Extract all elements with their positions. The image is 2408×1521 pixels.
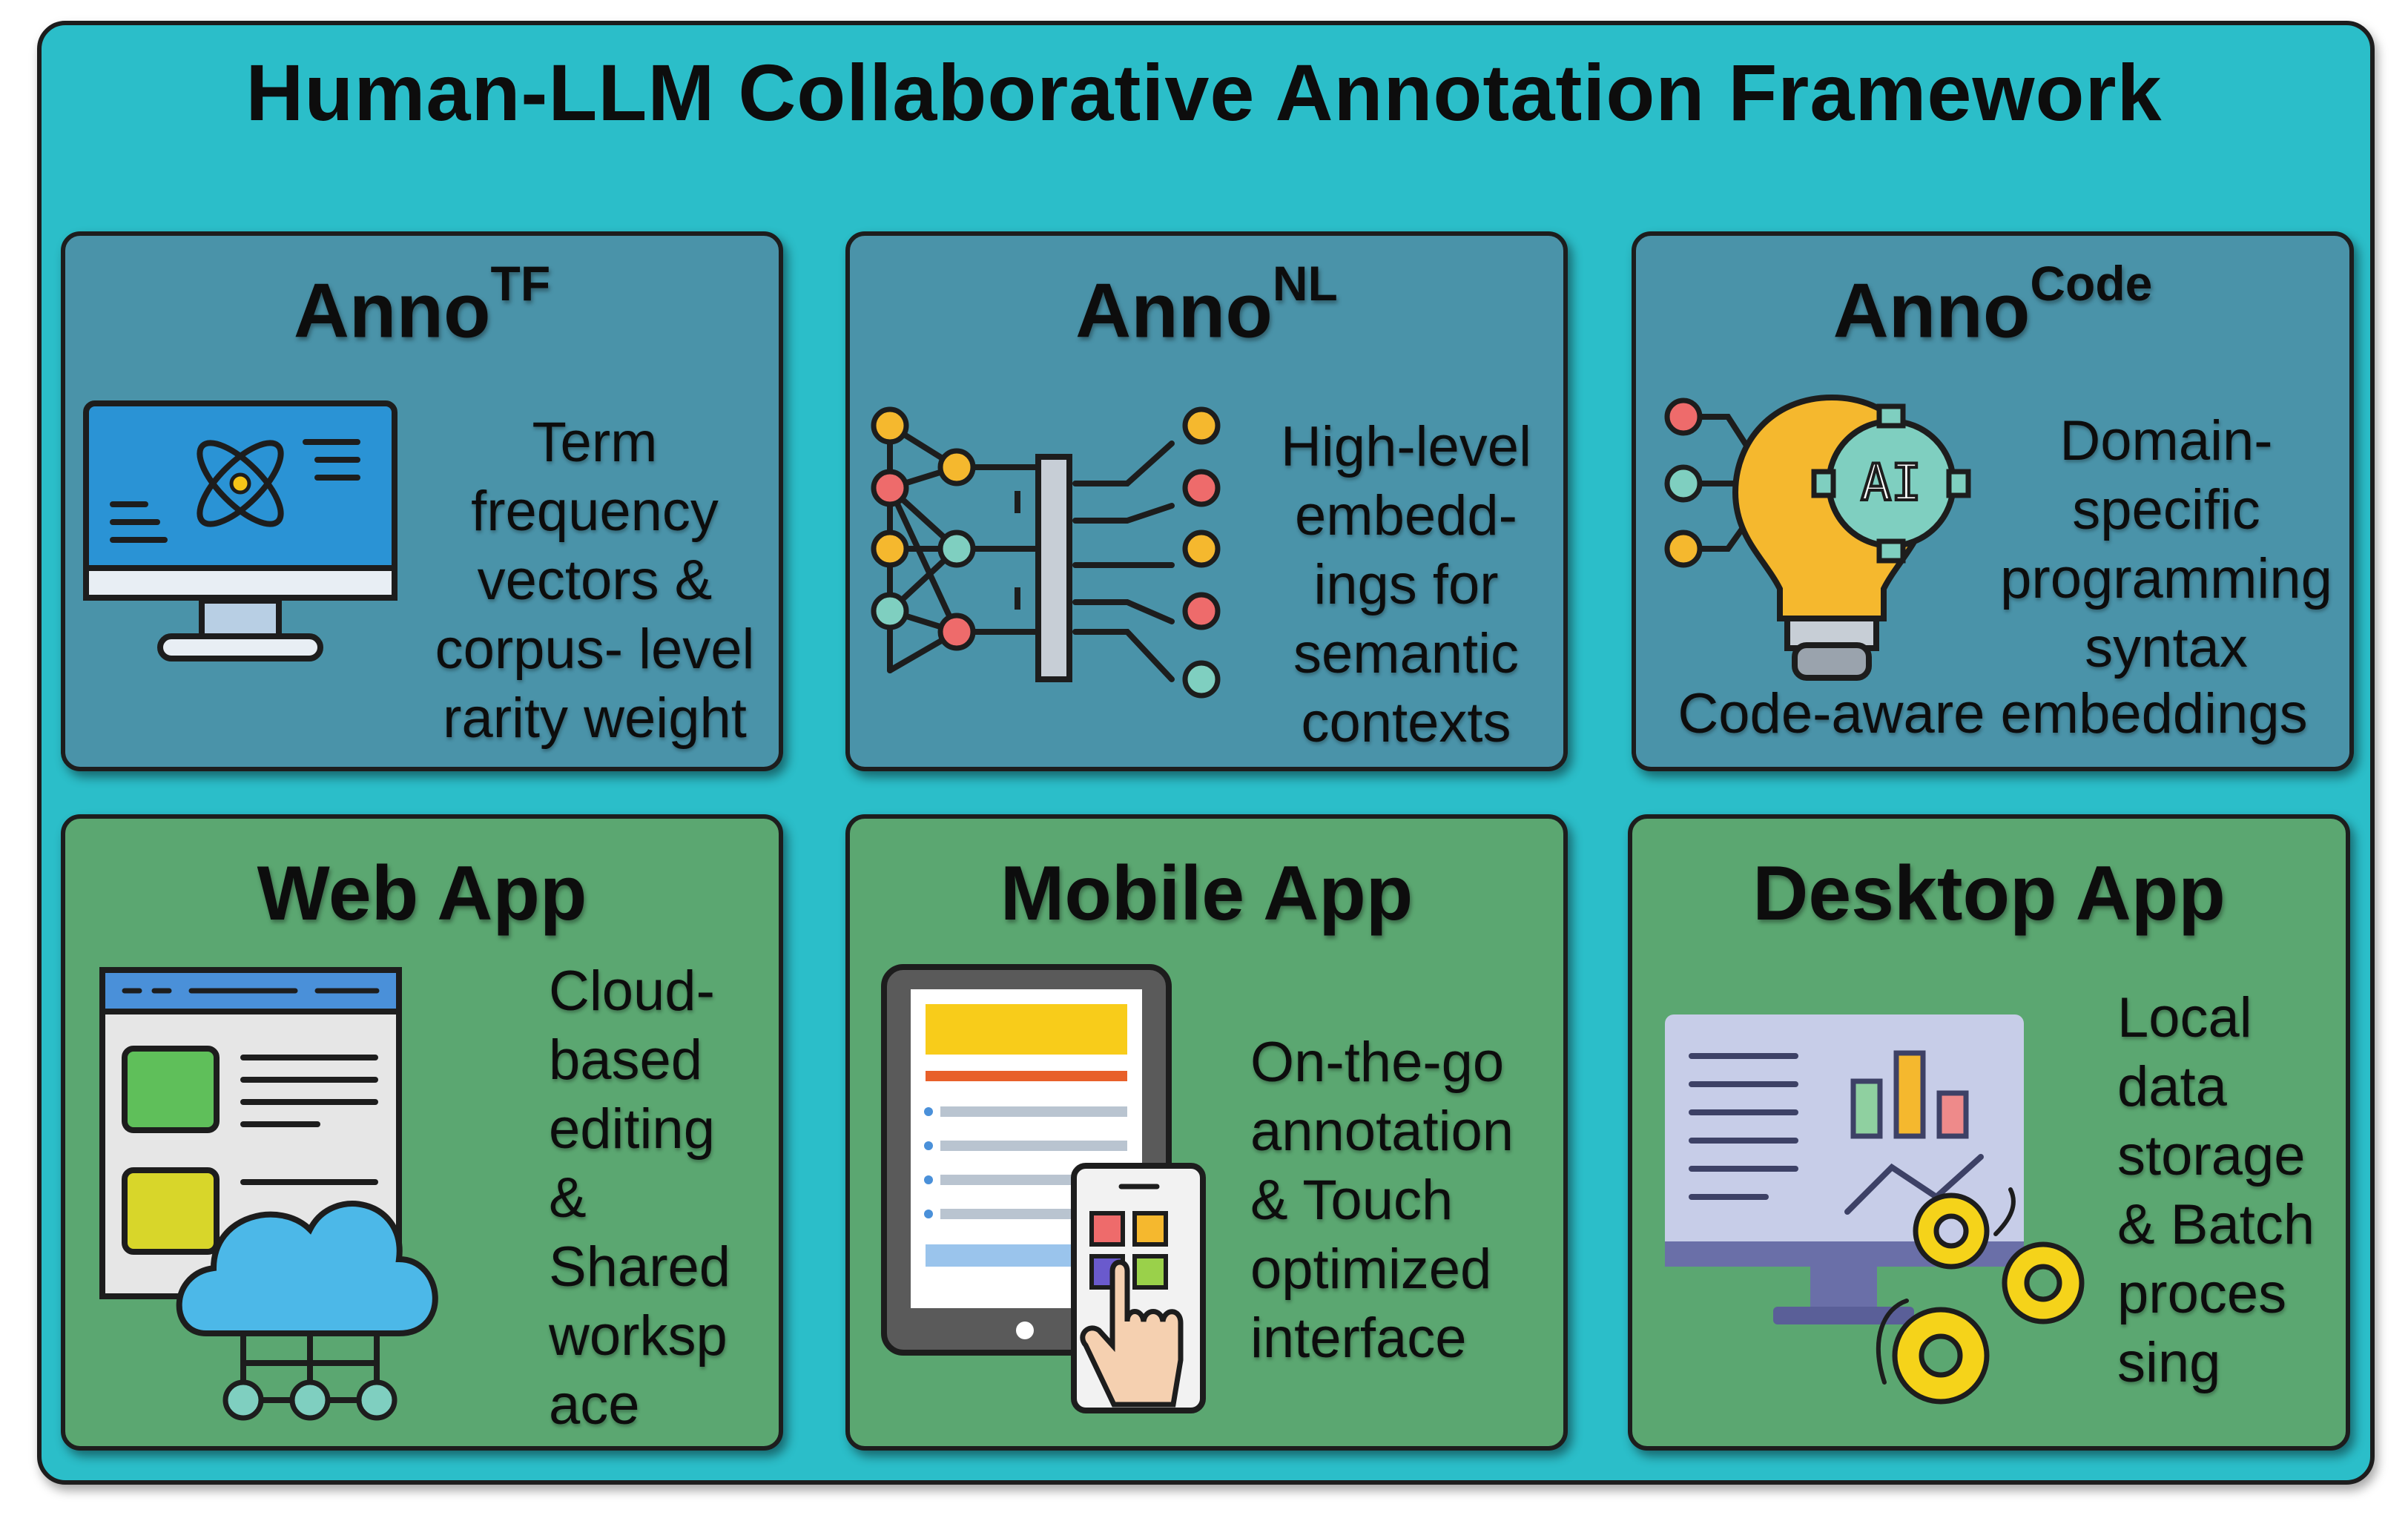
web-cloud-icon xyxy=(99,967,438,1421)
ai-lightbulb-icon: AI xyxy=(1664,394,1971,681)
diagram-title: Human-LLM Collaborative Annotation Frame… xyxy=(245,47,2163,137)
card-web-app-title: Web App xyxy=(257,851,587,937)
tablet-touch-icon xyxy=(881,964,1206,1413)
card-desktop-app-title: Desktop App xyxy=(1752,851,2226,937)
desktop-gears-icon xyxy=(1665,1014,2085,1405)
neural-network-icon xyxy=(871,406,1221,699)
card-anno-code-title: AnnoCode xyxy=(1833,256,2153,354)
svg-text:AI: AI xyxy=(1861,454,1922,512)
card-mobile-app-title: Mobile App xyxy=(1000,851,1414,937)
card-anno-nl-title: AnnoNL xyxy=(1075,256,1338,354)
monitor-atom-icon xyxy=(83,400,398,661)
card-anno-code-footer: Code-aware embeddings xyxy=(1678,682,2308,745)
card-anno-tf-title: AnnoTF xyxy=(293,256,551,354)
